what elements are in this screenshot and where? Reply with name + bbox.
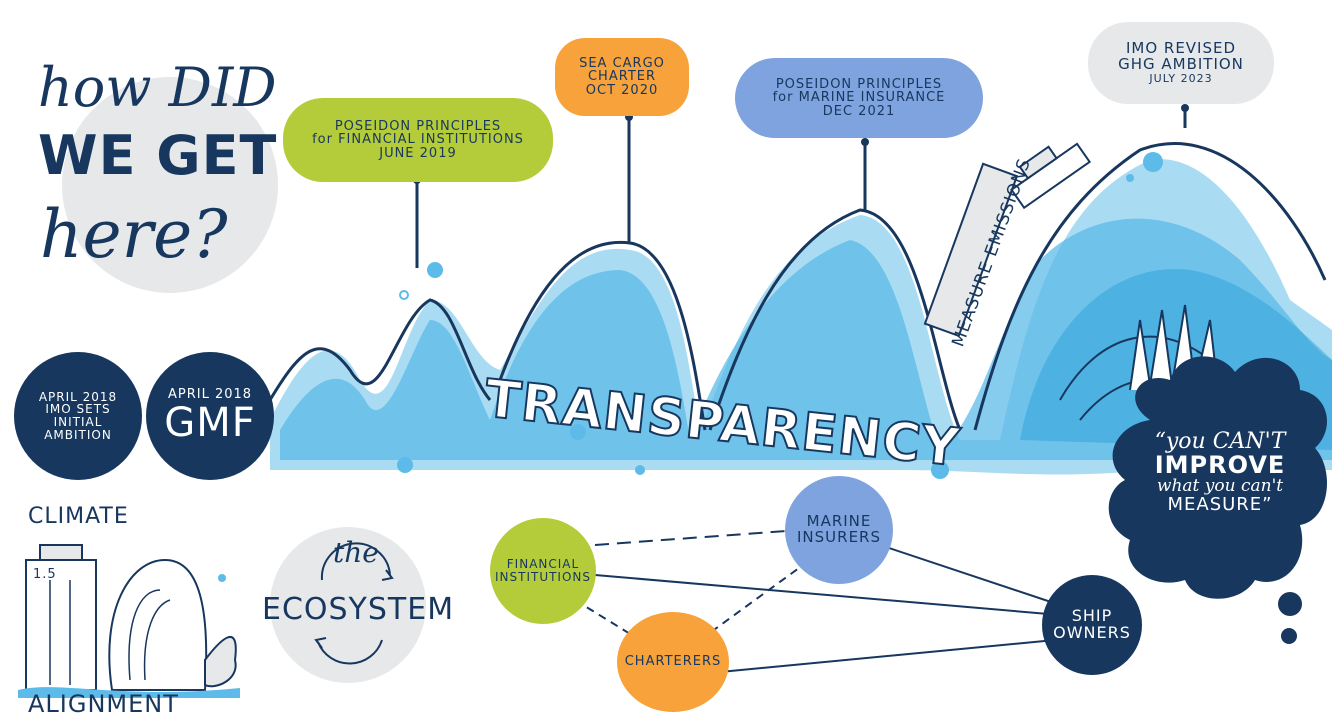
circle-gmf-line1: APRIL 2018 (167, 387, 253, 403)
milestone-poseidon-mi-line1: POSEIDON PRINCIPLES (775, 76, 943, 92)
link-charterers-insurers (699, 559, 811, 641)
circle-imo-line2: IMO SETS (45, 402, 111, 417)
milestone-imo-revised-line3: JULY 2023 (1149, 71, 1213, 85)
milestone-imo-revised-line2: GHG AMBITION (1118, 55, 1244, 74)
node-charterers: CHARTERERS (617, 612, 729, 712)
ship-on-wave-icon (1010, 142, 1092, 210)
quote-line1: “you CAN'T (1154, 429, 1286, 454)
bubble (427, 262, 443, 278)
node-fi-line2: INSTITUTIONS (494, 570, 592, 584)
milestone-poseidon-fi-line3: JUNE 2019 (379, 145, 457, 161)
circle-imo-initial-ambition: APRIL 2018 IMO SETS INITIAL AMBITION (14, 352, 142, 480)
link-fi-insurers (594, 529, 801, 546)
node-mi-line1: MARINE (806, 512, 872, 531)
milestone-poseidon-fi-line2: for FINANCIAL INSTITUTIONS (312, 132, 524, 148)
milestone-sea-cargo-line1: SEA CARGO (579, 55, 665, 71)
climate-label: CLIMATE (28, 504, 129, 529)
milestone-poseidon-mi-line3: DEC 2021 (822, 103, 896, 119)
node-marine-insurers: MARINE INSURERS (785, 476, 893, 584)
ship-mark: 1.5 (33, 567, 57, 582)
wave-outline-3 (708, 208, 962, 431)
milestone-sea-cargo: SEA CARGO CHARTER OCT 2020 (555, 38, 689, 116)
milestone-poseidon-mi: POSEIDON PRINCIPLES for MARINE INSURANCE… (735, 58, 983, 138)
climate-water (18, 687, 240, 698)
ecosystem-label: ECOSYSTEM (262, 592, 455, 627)
ecosystem-backdrop-circle (270, 527, 426, 683)
node-so-line2: OWNERS (1053, 623, 1131, 642)
milestone-poseidon-mi-line2: for MARINE INSURANCE (772, 90, 946, 106)
circle-imo-line1: APRIL 2018 (38, 389, 118, 404)
bubble (635, 465, 645, 475)
milestone-poseidon-fi: POSEIDON PRINCIPLES for FINANCIAL INSTIT… (283, 98, 553, 182)
node-fi-line1: FINANCIAL (506, 557, 580, 572)
node-financial-institutions: FINANCIAL INSTITUTIONS (490, 518, 596, 624)
quote-line4: MEASURE” (1167, 494, 1273, 516)
circle-gmf: APRIL 2018 GMF (146, 352, 274, 480)
quote-dot (1278, 592, 1302, 616)
alignment-label: ALIGNMENT (28, 690, 179, 718)
link-insurers-owners (879, 544, 1061, 606)
node-charterers-line1: CHARTERERS (624, 654, 722, 670)
title-backdrop-circle (62, 77, 278, 293)
measure-ruler (923, 162, 1019, 338)
quote-line2: IMPROVE (1154, 451, 1286, 480)
quote-dot (1281, 628, 1297, 644)
wave-outline-1 (268, 298, 492, 401)
link-fi-owners (594, 574, 1061, 616)
circle-gmf-line2: GMF (164, 399, 256, 446)
milestone-imo-revised: IMO REVISED GHG AMBITION JULY 2023 (1088, 22, 1274, 104)
bubble (931, 461, 949, 479)
milestone-poseidon-fi-line1: POSEIDON PRINCIPLES (334, 118, 502, 134)
cycle-arrow-bottom (317, 639, 383, 665)
node-mi-line2: INSURERS (797, 528, 881, 546)
bubble (397, 457, 413, 473)
title-line-3: here? (40, 196, 228, 273)
milestone-imo-revised-line1: IMO REVISED (1125, 39, 1237, 58)
bubble (399, 290, 409, 300)
title-line-2: WE GET (38, 124, 278, 187)
wave-outline-4 (973, 142, 1327, 431)
link-charterers-owners (719, 639, 1056, 673)
title-line-1: how DID (38, 56, 277, 119)
node-so-line1: SHIP (1071, 606, 1113, 626)
quote-text: “you CAN'T IMPROVE what you can't MEASUR… (1135, 430, 1305, 515)
bubble (1126, 174, 1134, 182)
quote-line3: what you can't (1156, 476, 1284, 497)
milestone-sea-cargo-line3: OCT 2020 (585, 82, 659, 98)
circle-imo-line3: INITIAL (53, 415, 103, 429)
bubble (1143, 152, 1163, 172)
circle-imo-line4: AMBITION (44, 427, 112, 442)
bubble (570, 424, 586, 440)
ecosystem-the: the (333, 536, 379, 569)
cargo-ship-icon (25, 544, 97, 691)
cycle-arrow-top (320, 542, 391, 581)
quote-cloud (1108, 356, 1327, 599)
milestone-sea-cargo-line2: CHARTER (587, 69, 657, 85)
whale-icon (108, 558, 237, 691)
node-ship-owners: SHIP OWNERS (1042, 575, 1142, 675)
